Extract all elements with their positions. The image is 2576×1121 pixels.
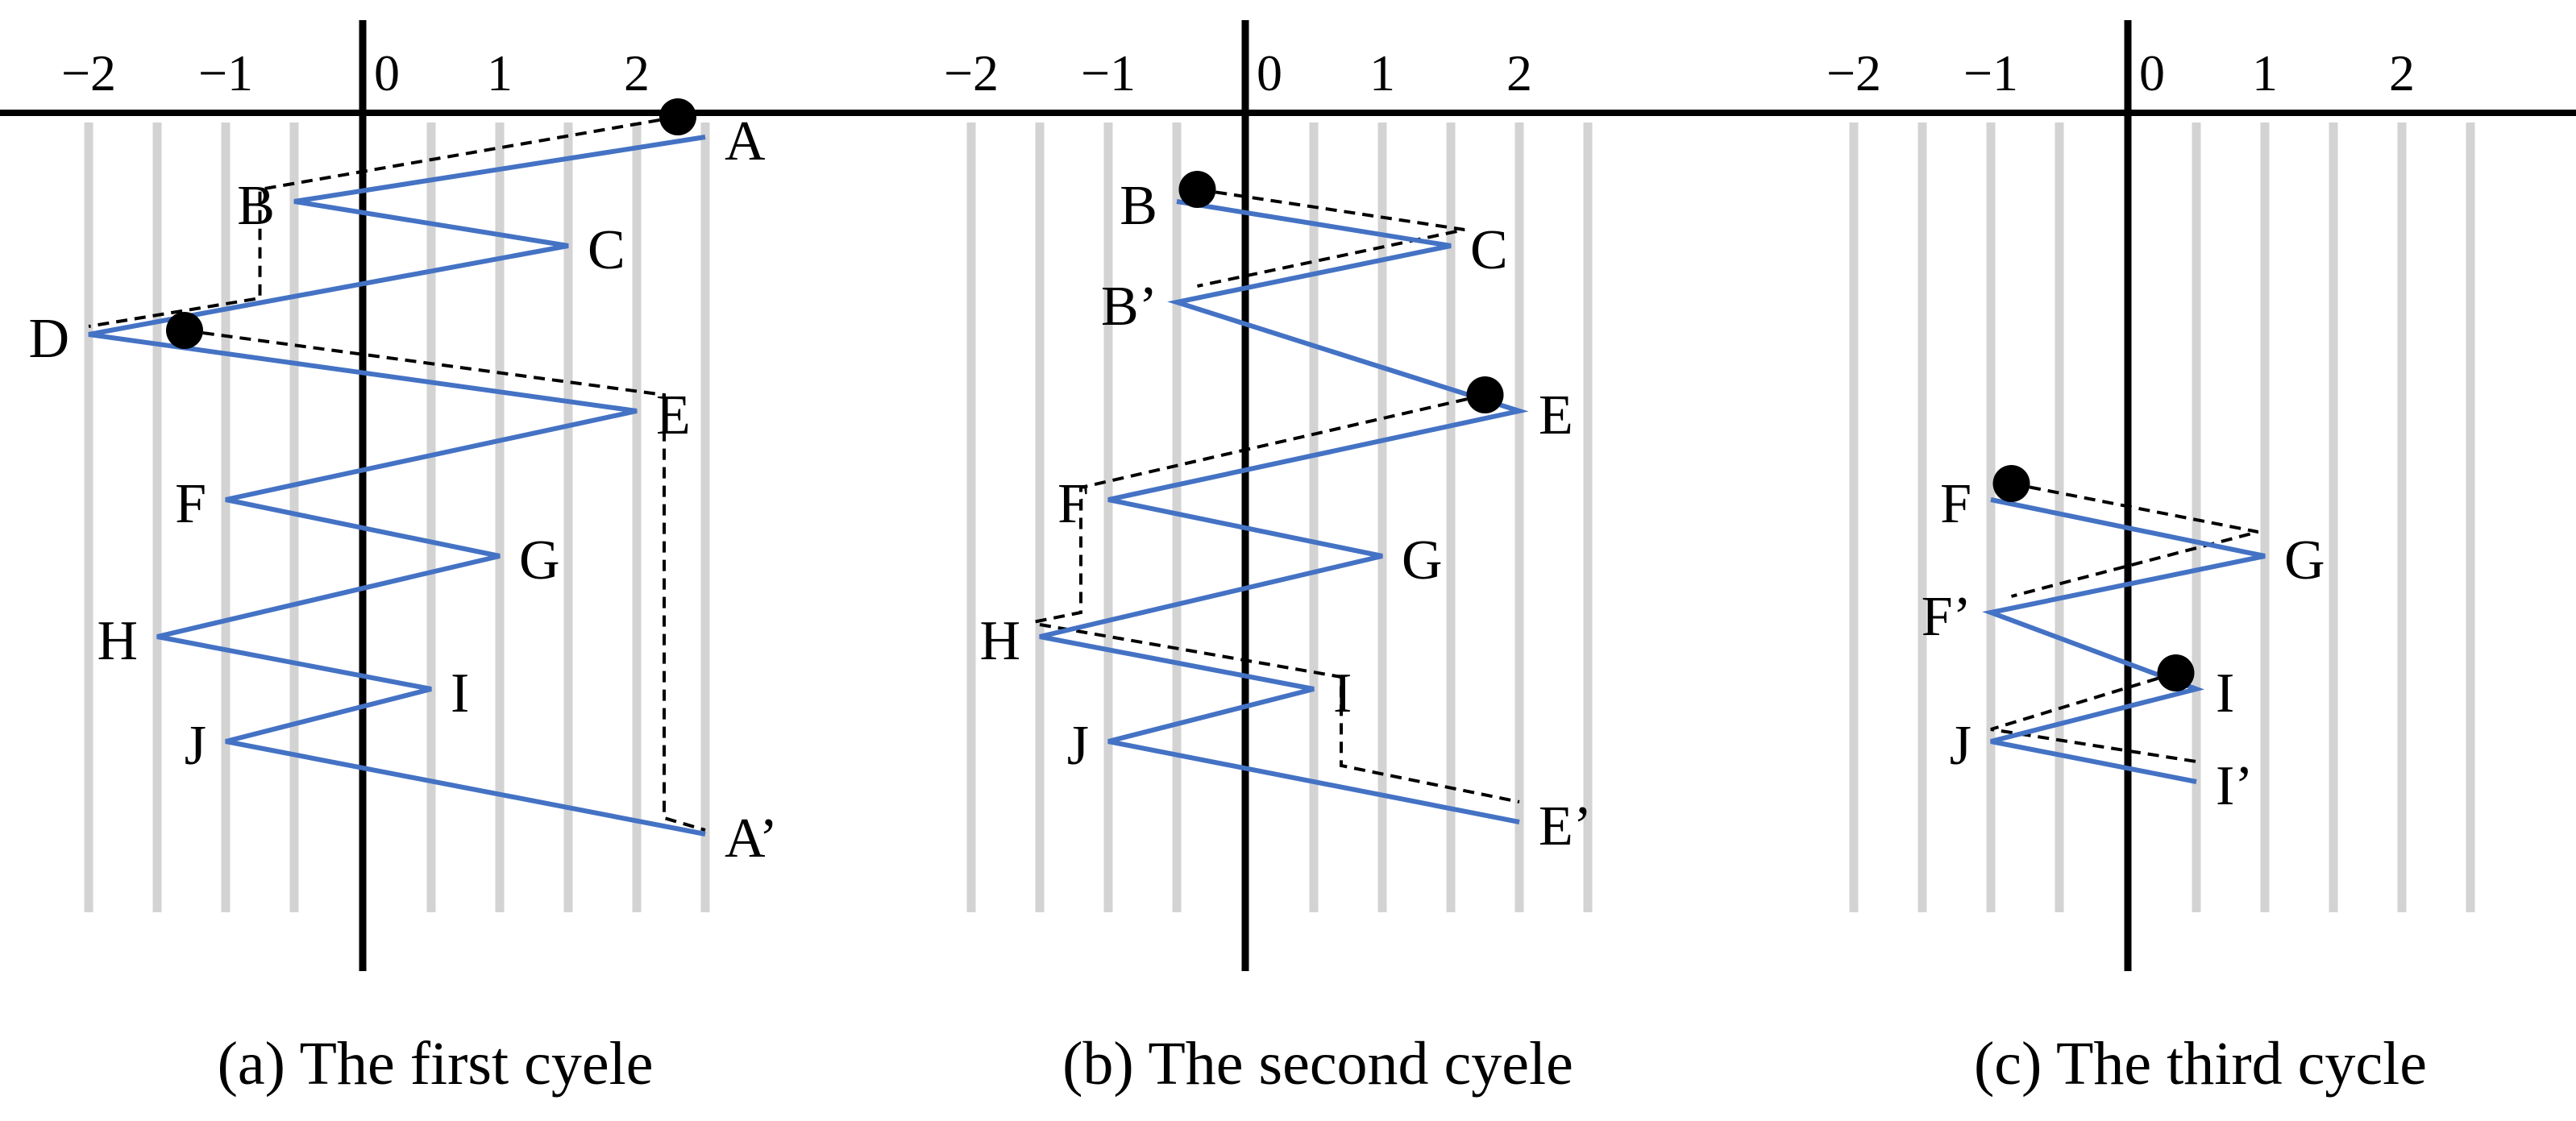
point-label-H: H — [97, 610, 138, 672]
x-tick-label: −2 — [1826, 44, 1881, 102]
dashed-path — [2010, 482, 2259, 598]
x-tick-label: 0 — [1257, 44, 1282, 102]
point-label-B: B — [237, 175, 275, 237]
point-label-G: G — [519, 529, 560, 592]
x-tick-label: −1 — [1963, 44, 2018, 102]
point-label-J: J — [1067, 715, 1089, 777]
x-tick-label: 1 — [2252, 44, 2278, 102]
point-label-C: C — [588, 219, 625, 281]
point-label-C: C — [1470, 219, 1508, 281]
zigzag-path — [1039, 199, 1529, 824]
point-label-B: B — [1120, 175, 1157, 237]
point-label-Ap: A’ — [725, 808, 778, 870]
x-tick-label: 0 — [374, 44, 400, 102]
point-label-I: I — [451, 662, 469, 724]
point-label-Ep: E’ — [1539, 795, 1592, 857]
zigzag-path — [1982, 497, 2266, 784]
x-tick-label: 1 — [1369, 44, 1395, 102]
marker-dot — [2157, 654, 2195, 691]
point-label-D: D — [28, 308, 69, 370]
x-tick-label: 0 — [2139, 44, 2165, 102]
zigzag-path — [88, 135, 706, 837]
x-tick-label: 2 — [2389, 44, 2415, 102]
x-tick-label: −2 — [61, 44, 116, 102]
marker-dot — [1992, 465, 2030, 502]
dashed-path — [184, 329, 706, 832]
panel-caption: (b) The second cyele — [1062, 1030, 1573, 1098]
dashed-path — [88, 115, 679, 328]
marker-dot — [659, 98, 696, 135]
point-label-J: J — [185, 715, 206, 777]
x-tick-label: 1 — [487, 44, 513, 102]
x-tick-label: 2 — [624, 44, 650, 102]
panel-caption: (a) The first cyele — [218, 1030, 654, 1098]
point-label-Fp: F’ — [1922, 586, 1971, 648]
marker-dot — [1466, 376, 1504, 413]
point-label-Bp: B’ — [1101, 276, 1157, 338]
panel-caption: (c) The third cycle — [1974, 1030, 2427, 1098]
point-label-E: E — [1539, 384, 1573, 446]
point-label-G: G — [1402, 529, 1443, 592]
point-label-F: F — [175, 473, 206, 535]
point-label-Ip: I’ — [2216, 755, 2254, 817]
point-label-A: A — [725, 110, 766, 172]
x-tick-label: −1 — [198, 44, 253, 102]
dashed-path — [1032, 393, 1485, 624]
dashed-path — [1990, 671, 2197, 763]
marker-dot — [166, 312, 203, 349]
point-label-E: E — [656, 384, 691, 446]
marker-dot — [1178, 171, 1216, 208]
point-label-F: F — [1940, 473, 1971, 535]
dashed-path — [1039, 623, 1520, 803]
point-label-H: H — [979, 610, 1020, 672]
point-label-I: I — [1333, 662, 1352, 724]
point-label-G: G — [2284, 529, 2325, 592]
x-tick-label: −1 — [1081, 44, 1136, 102]
panel-a: −2 −1 0 1 2A B C D E F G H I J A’ (a) The first cyele — [0, 20, 850, 1098]
x-tick-label: −2 — [944, 44, 999, 102]
panel-b: −2 −1 0 1 2B C B’ E F G H I J E’ (b) The second cyele — [786, 20, 1732, 1098]
point-label-J: J — [1950, 715, 1971, 777]
point-label-I: I — [2216, 662, 2234, 724]
panel-c: −2 −1 0 1 2F G F’ I J I’ (c) The third cycle — [1668, 20, 2576, 1098]
point-label-F: F — [1057, 473, 1089, 535]
dashed-path — [1197, 188, 1465, 288]
x-tick-label: 2 — [1506, 44, 1532, 102]
